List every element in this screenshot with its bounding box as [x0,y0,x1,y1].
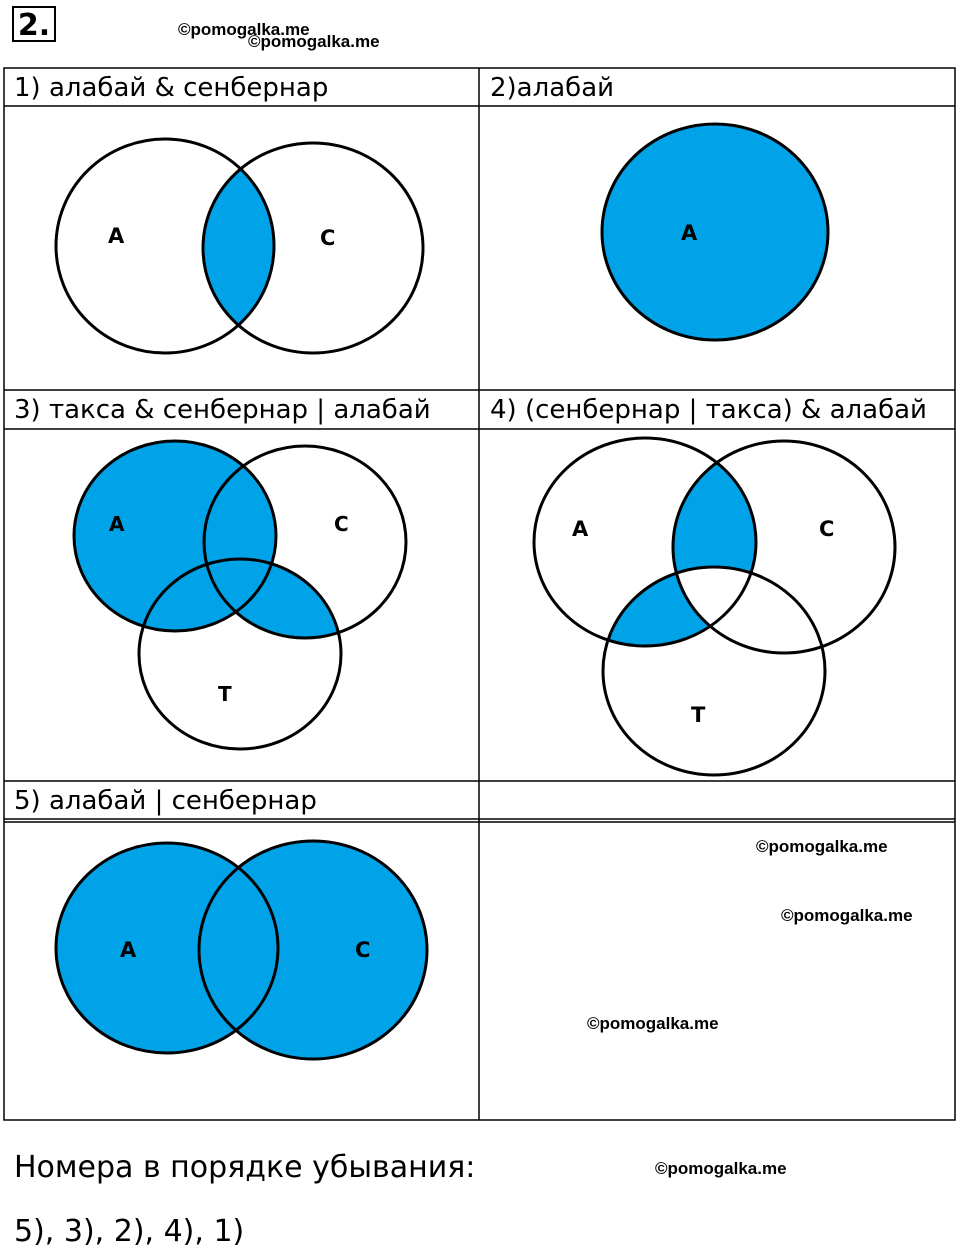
cell-5-label: 5) алабай | сенбернар [14,786,317,816]
circle-label-t: Т [691,703,706,727]
circle-c [671,439,897,655]
circle-label-a: А [572,517,589,541]
table-grid [3,67,956,1121]
circle-c [201,141,425,355]
circle-label-c: С [355,938,371,962]
circle-a [600,122,830,342]
cell-1-label: 1) алабай & сенбернар [14,73,329,103]
circle-a [54,841,280,1055]
circle-t-fill-intersection [204,559,341,638]
watermark: ©pomogalka.me [178,20,310,39]
circle-label-c: С [334,512,349,536]
circle-c [202,444,408,640]
watermark: ©pomogalka.me [587,1014,719,1033]
venn-cell-1 [54,137,425,355]
circle-label-a: А [120,938,137,962]
cell-3-label: 3) такса & сенбернар | алабай [14,395,431,425]
circle-label-a: А [681,221,698,245]
venn-cell-5 [54,839,429,1061]
cell-4-label: 4) (сенбернар | такса) & алабай [490,395,927,425]
answer: 5), 3), 2), 4), 1) [14,1214,245,1249]
cell-2-label: 2)алабай [490,73,615,103]
circle-a [72,439,278,633]
circle-c-fill [199,841,427,1059]
watermark: ©pomogalka.me [756,837,888,856]
circle-a [532,436,758,648]
venn-cell-3 [72,439,408,751]
circle-label-t: Т [218,682,232,706]
venn-cell-4 [532,436,897,777]
circle-t-fill-intersection [603,567,756,646]
circle-a [54,137,276,355]
circle-label-a: А [109,512,125,536]
circle-label-c: С [320,226,336,250]
circle-t [601,565,827,777]
answer-prompt: Номера в порядке убывания: [14,1150,476,1185]
circle-c [197,839,429,1061]
watermark: ©pomogalka.me [248,32,380,51]
circle-t [137,557,343,751]
task-number: 2. [12,6,56,43]
venn-cell-2 [600,122,830,342]
circle-label-a: А [108,224,125,248]
watermark: ©pomogalka.me [781,906,913,925]
watermark: ©pomogalka.me [655,1159,787,1178]
circle-label-c: С [819,517,835,541]
